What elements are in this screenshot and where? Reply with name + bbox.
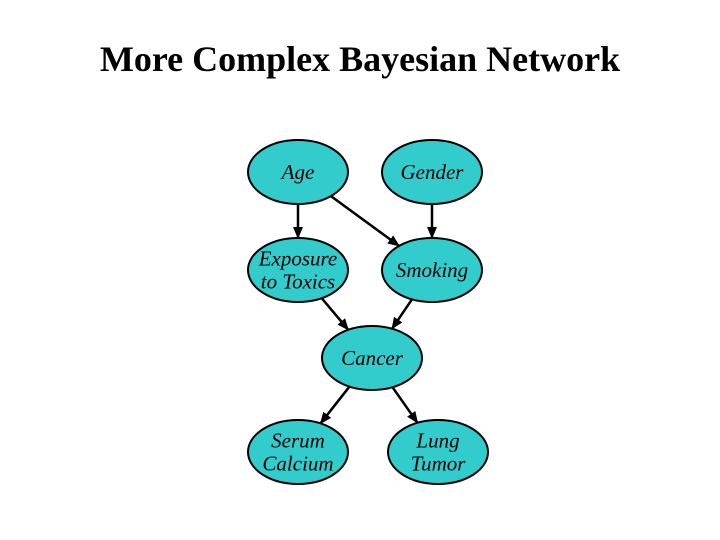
node-smoking-ellipse [381,237,483,303]
node-gender-ellipse [381,139,483,205]
slide-title: More Complex Bayesian Network [99,39,621,79]
node-exposure-label-1: to Toxics [261,270,335,294]
node-age-ellipse [247,139,349,205]
node-gender-label-0: Gender [401,160,465,184]
node-cancer: Cancer [321,325,423,391]
node-exposure-ellipse [247,237,349,303]
node-serum-ellipse [247,419,349,485]
edge-cancer-to-lung [391,386,419,424]
edge-exposure-to-cancer [320,297,350,331]
node-cancer-label-0: Cancer [341,346,404,370]
node-cancer-ellipse [321,325,423,391]
node-gender: Gender [381,139,483,205]
edge-cancer-to-serum [319,385,351,425]
node-lung-label-0: Lung [415,429,459,453]
node-smoking-label-0: Smoking [396,258,468,282]
edge-smoking-to-cancer [390,298,414,330]
node-exposure-label-0: Exposure [258,247,338,271]
edge-age-to-smoking [330,195,400,247]
node-age: Age [247,139,349,205]
node-serum-label-1: Calcium [262,452,333,476]
node-smoking: Smoking [381,237,483,303]
node-serum-label-0: Serum [271,429,325,453]
node-age-label-0: Age [280,160,315,184]
node-lung-ellipse [387,419,489,485]
edges-layer [293,195,437,425]
node-lung-label-1: Tumor [411,452,467,476]
